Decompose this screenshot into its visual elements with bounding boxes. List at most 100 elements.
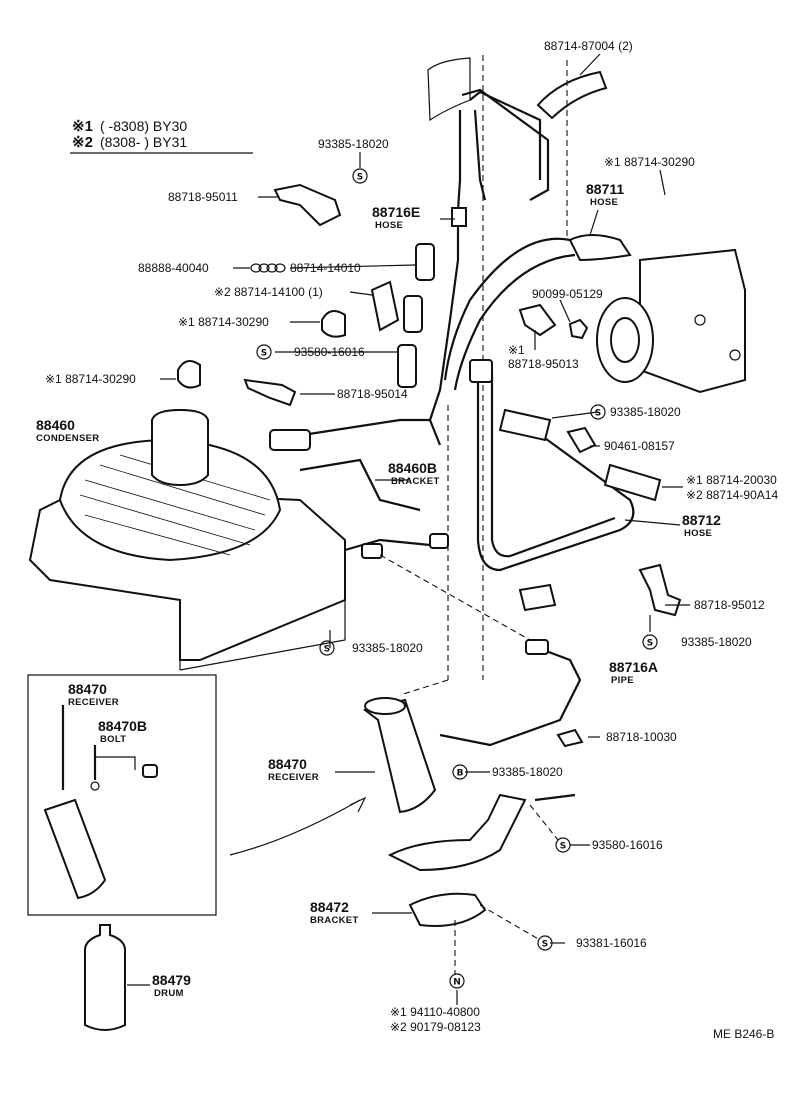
washer-symbols: S S S S S B S S N (256, 168, 658, 989)
label-93580-16016-top: 93580-16016 (294, 345, 365, 359)
s-symbol-93385-mid: S (642, 634, 658, 650)
inset-bolt-leader (95, 756, 136, 770)
label-88460b-caption: BRACKET (391, 476, 440, 487)
hose-88712-loop-inner (490, 370, 616, 558)
s-symbol-93385-lower: S (319, 640, 335, 656)
svg-text:S: S (560, 842, 566, 852)
hose-88711-line-2 (453, 253, 576, 391)
inset-bolt-small (90, 781, 100, 791)
hose-88712-loop (476, 370, 635, 572)
compressor-drawing (443, 234, 746, 394)
condenser-fitting (361, 543, 383, 559)
condenser-motor (151, 408, 209, 487)
label-88718-95013-mark: ※1 (508, 343, 525, 357)
label-93385-18020-b: 93385-18020 (492, 765, 563, 779)
sleeve-88714-20030 (603, 463, 662, 502)
label-93580-16016-bottom: 93580-16016 (592, 838, 663, 852)
engine-area-drawing (427, 55, 608, 680)
label-88888-40040: 88888-40040 (138, 261, 209, 275)
svg-text:S: S (542, 940, 548, 950)
label-88712-caption: HOSE (684, 528, 712, 539)
legend-text-1: ( -8308) BY30 (100, 118, 187, 134)
s-symbol-93580-top: S (256, 344, 272, 360)
label-88479-number: 88479 (152, 972, 191, 988)
fitting-88712 (469, 359, 493, 383)
fitting-88716e (451, 207, 467, 227)
pipe-upper (473, 109, 487, 201)
label-88714-30290-left: ※1 88714-30290 (45, 372, 136, 386)
leader-lines (160, 53, 690, 1005)
label-93381-16016: 93381-16016 (576, 936, 647, 950)
sleeve-88714-14100 (370, 280, 400, 332)
label-93385-18020-lower: 93385-18020 (352, 641, 423, 655)
svg-text:S: S (324, 645, 330, 655)
drum-body (84, 924, 126, 1031)
sleeve-88712-a (498, 408, 552, 442)
bracket-88472-upper (387, 793, 527, 872)
compressor-bolt (694, 314, 706, 326)
svg-text:S: S (595, 409, 601, 419)
hose-condenser-fitting (269, 429, 311, 451)
svg-text:S: S (647, 639, 653, 649)
pipe-88716a-drawing (379, 405, 584, 748)
dash-93580 (529, 804, 559, 841)
condenser-base (179, 600, 346, 671)
label-88716a-number: 88716A (609, 659, 658, 675)
clamp-88718-95012 (638, 563, 682, 617)
label-90099-05129: 90099-05129 (532, 287, 603, 301)
label-88460b-number: 88460B (388, 460, 437, 476)
label-88718-95012: 88718-95012 (694, 598, 765, 612)
bracket-88460b (299, 458, 421, 512)
svg-text:S: S (357, 173, 363, 183)
clamp-88718-10030 (556, 728, 584, 748)
n-symbol-bolt: N (449, 973, 465, 989)
clamp-88718-95011 (273, 183, 342, 227)
legend: ※1 ( -8308) BY30 ※2 (8308- ) BY31 (70, 118, 253, 154)
s-symbol-93385-top: S (352, 168, 368, 184)
inset-label-88470b-caption: BOLT (100, 734, 126, 745)
arrow-head (349, 796, 367, 813)
label-88716a-caption: PIPE (611, 675, 634, 686)
inset-bolt-88470b (142, 764, 158, 778)
label-88714-20030: ※1 88714-20030 (686, 473, 777, 487)
hose-88714-87004 (536, 70, 608, 120)
arrow-inset-to-receiver (229, 799, 361, 856)
label-88718-95013: 88718-95013 (508, 357, 579, 371)
label-88711-number: 88711 (586, 181, 624, 197)
label-88714-30290-top: ※1 88714-30290 (604, 155, 695, 169)
svg-text:N: N (453, 978, 461, 988)
label-88470-caption: RECEIVER (268, 772, 319, 783)
label-88479-caption: DRUM (154, 988, 184, 999)
part-labels: 88714-87004 (2) 93385-18020 88718-95011 … (36, 39, 778, 1034)
label-88472-caption: BRACKET (310, 915, 359, 926)
label-88714-14100: ※2 88714-14100 (1) (214, 285, 323, 299)
inset-frame (27, 674, 217, 916)
label-88470-number: 88470 (268, 756, 307, 772)
clip-88714-30290 (321, 310, 346, 338)
label-88716e-caption: HOSE (375, 220, 403, 231)
legend-text-2: (8308- ) BY31 (100, 134, 187, 150)
dash-93381 (479, 904, 541, 941)
label-93385-18020-mid: 93385-18020 (681, 635, 752, 649)
pipe-88716a-fitting (525, 639, 549, 655)
receiver-88470-top (364, 697, 406, 715)
label-93385-18020-right: 93385-18020 (610, 405, 681, 419)
drum-88479 (84, 924, 150, 1031)
receiver-drawing (229, 697, 576, 975)
sleeve-88712-b (518, 583, 557, 612)
compressor-bolt (729, 349, 741, 361)
sleeve-small (403, 295, 423, 333)
bracket-outline-2 (469, 90, 542, 180)
hose-condenser-line (269, 418, 430, 442)
label-88712-number: 88712 (682, 512, 721, 528)
inset-label-88470-number: 88470 (68, 681, 107, 697)
inset-receiver-body (43, 798, 107, 900)
sleeve-lower (397, 344, 417, 388)
svg-text:B: B (457, 769, 464, 779)
clamp-90461-08157 (566, 426, 597, 454)
compressor-body (639, 248, 746, 394)
hose-88712-drawing (269, 359, 682, 617)
s-symbol-93381: S (537, 935, 553, 951)
